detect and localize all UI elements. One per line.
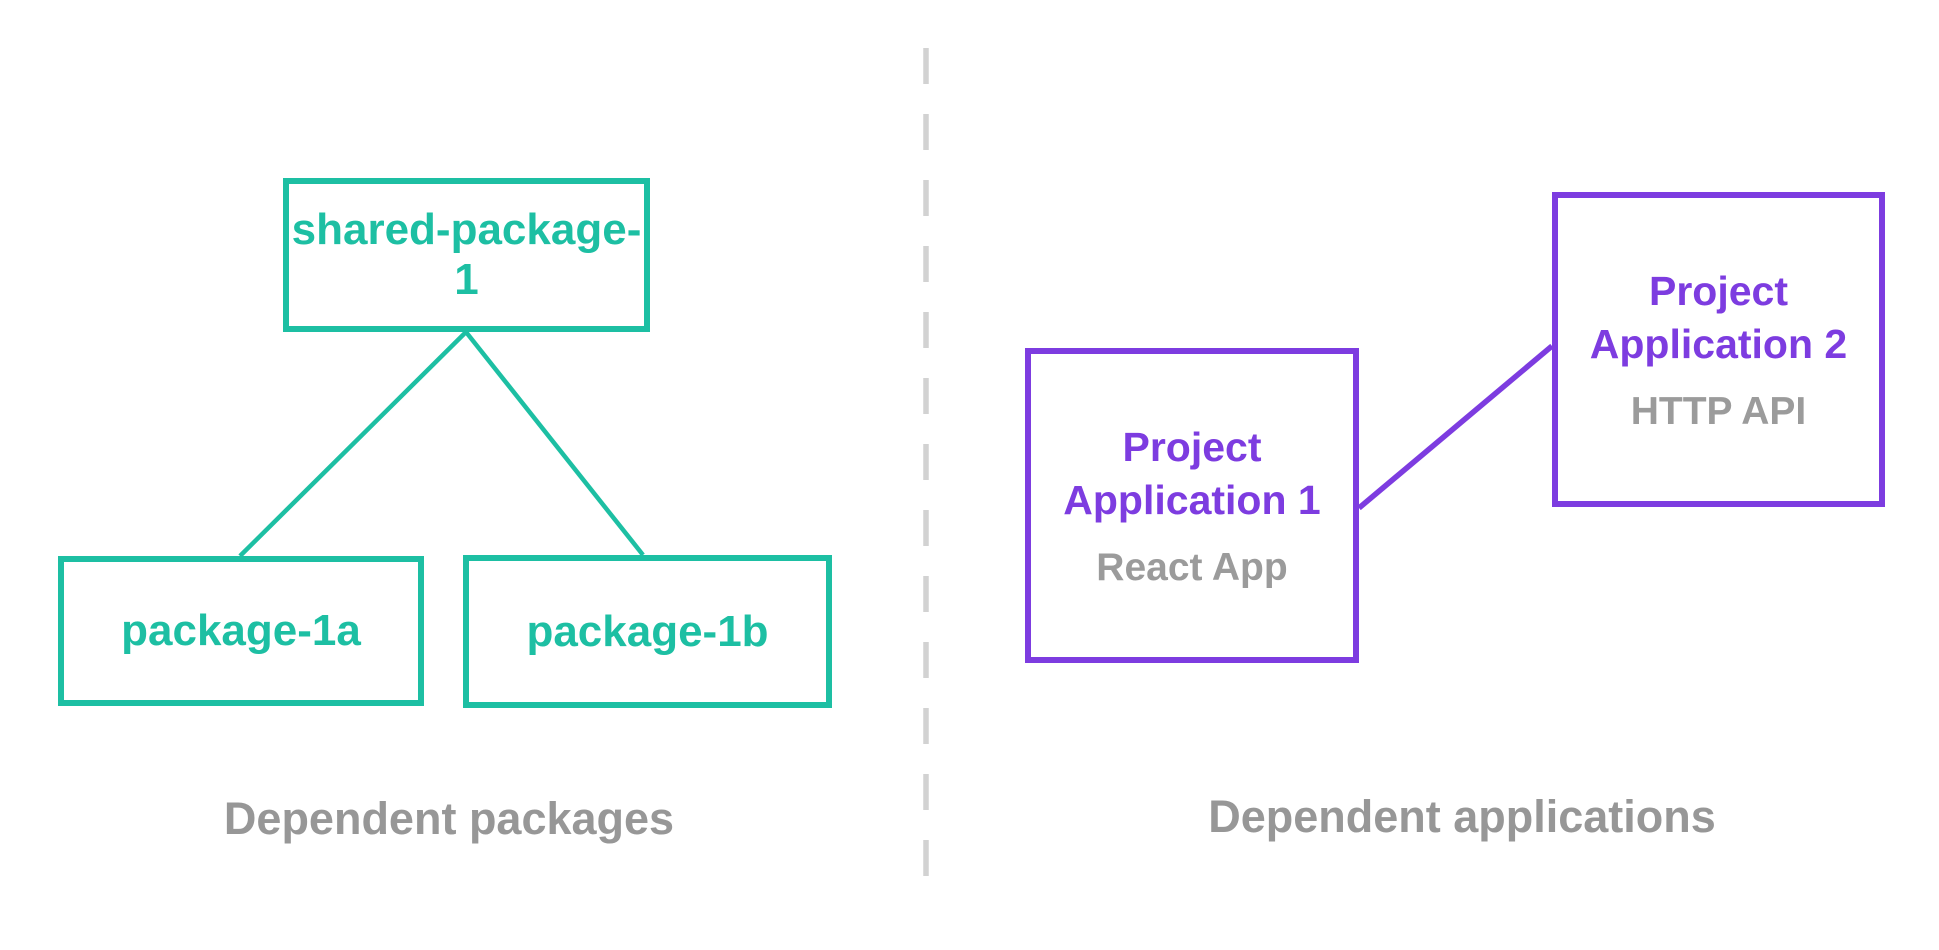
node-title-line1: Project: [1122, 423, 1262, 470]
node-subtitle: React App: [1096, 546, 1288, 590]
left-panel-caption: Dependent packages: [223, 793, 675, 844]
node-label: package-1b: [526, 606, 769, 656]
node-project-application-1: Project Application 1 React App: [1025, 348, 1359, 663]
node-project-application-2: Project Application 2 HTTP API: [1552, 192, 1885, 507]
node-title-line1: Project: [1649, 267, 1788, 314]
edge-app1-to-app2: [1357, 343, 1554, 511]
node-label: shared-package-1: [291, 205, 642, 304]
node-shared-package-1: shared-package-1: [283, 178, 650, 332]
edge-shared-to-pkg1a: [238, 330, 468, 558]
node-package-1a: package-1a: [58, 556, 424, 706]
node-package-1b: package-1b: [463, 555, 832, 708]
right-panel-caption: Dependent applications: [1208, 791, 1716, 842]
node-title-line2: Application 1: [1063, 477, 1321, 524]
node-title-line2: Application 2: [1589, 321, 1848, 368]
edge-shared-to-pkg1b: [464, 330, 645, 557]
node-subtitle: HTTP API: [1630, 390, 1807, 434]
node-label: package-1a: [121, 606, 361, 655]
